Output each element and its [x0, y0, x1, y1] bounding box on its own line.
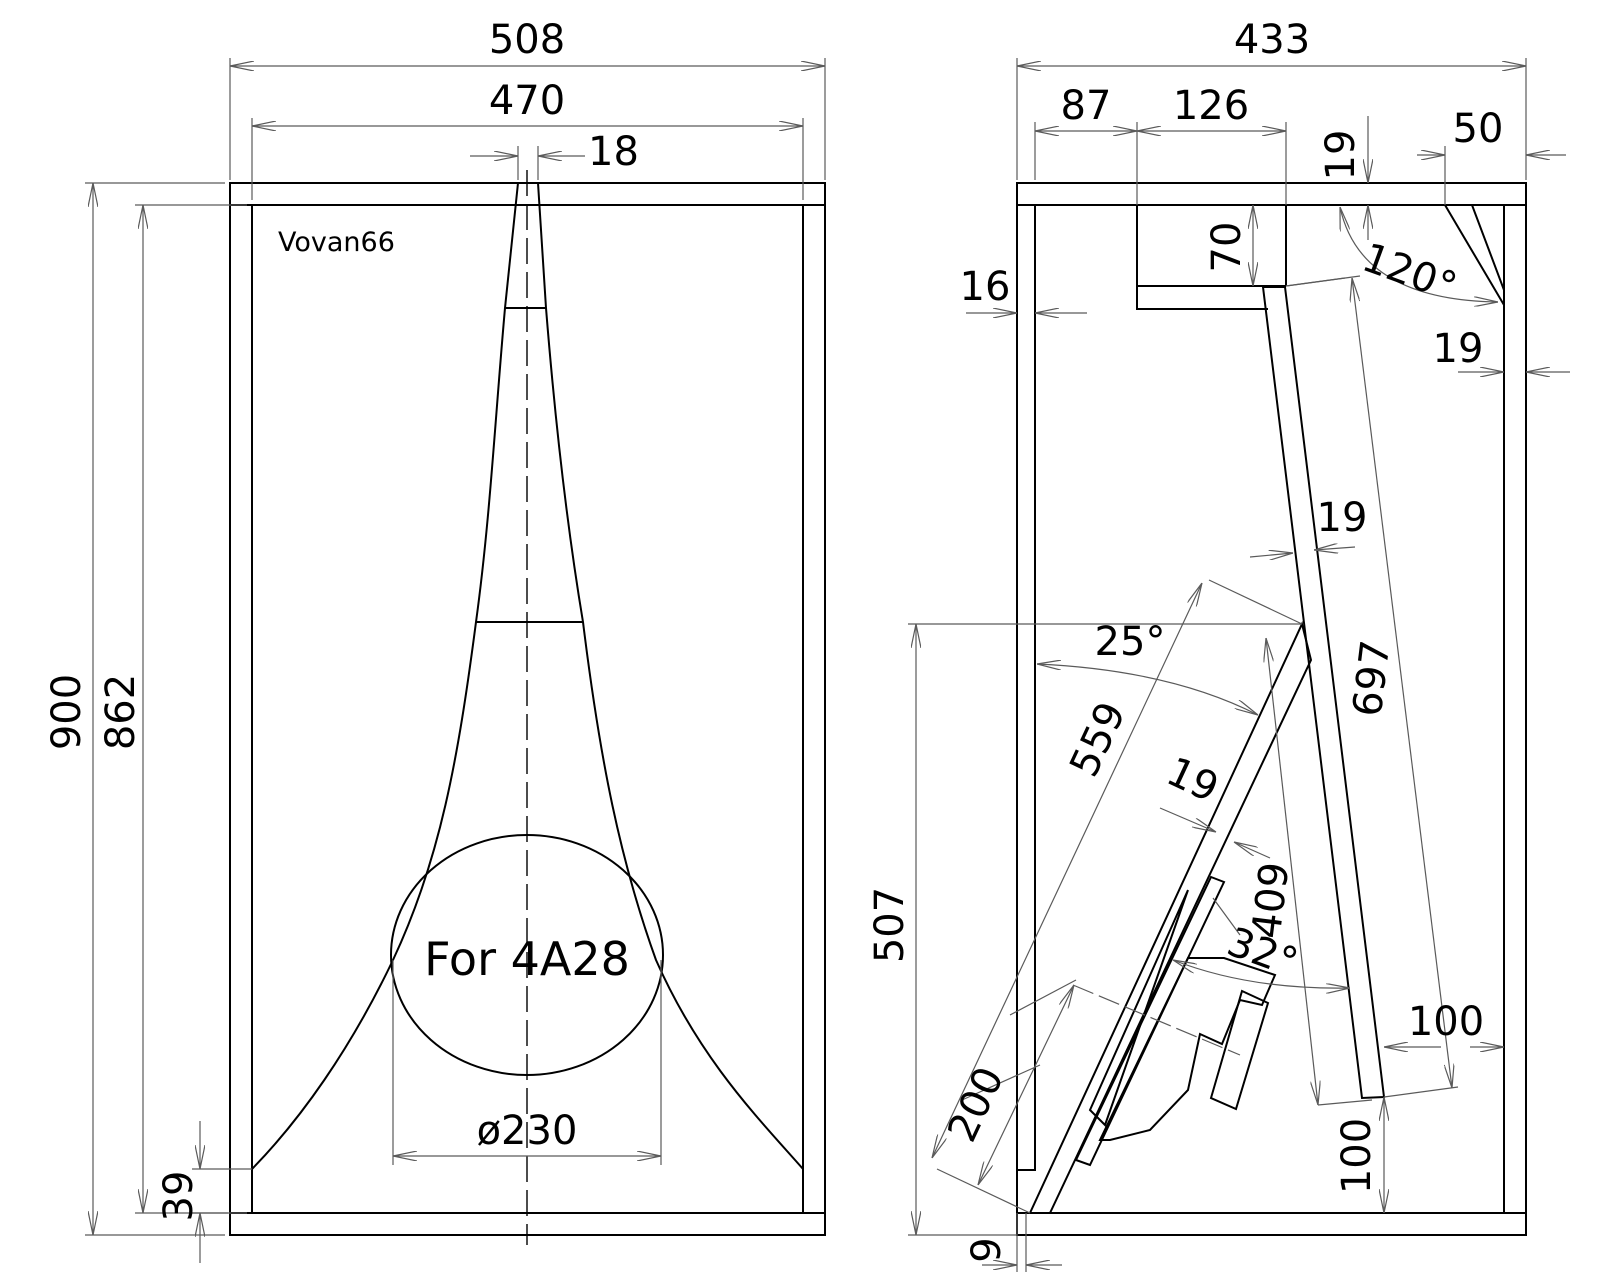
- dim-mouth-offset-label: 39: [156, 1171, 202, 1222]
- dim-bottom-depth-label: 100: [1408, 999, 1484, 1045]
- dim-reflector-bottom-label: 100: [1334, 1118, 1380, 1194]
- driver-magnet: [1098, 957, 1277, 1141]
- dim-baffle-thickness-label: 19: [1160, 749, 1226, 812]
- horn-flare-left: [251, 182, 519, 1170]
- dim-inner-length-label: 409: [1244, 860, 1299, 941]
- dim-reflector-length-label: 697: [1345, 638, 1400, 719]
- driver-cutout: [390, 834, 664, 1076]
- dim-overall-width-label: 508: [489, 17, 565, 63]
- dim-corner-angle-label: 120°: [1356, 235, 1462, 311]
- dim-reflector-thickness-label: 19: [1317, 495, 1368, 541]
- dim-baffle-length: [932, 583, 1202, 1158]
- dim-baffle-height-label: 507: [867, 887, 913, 963]
- horn-flare-right: [537, 182, 804, 1170]
- dim-throat-label: 18: [588, 129, 639, 175]
- dim-inner-width-label: 470: [489, 78, 565, 124]
- driver-frame: [1074, 875, 1226, 1167]
- dim-overall-height-label: 900: [44, 674, 90, 750]
- dim-top-block-label: 126: [1173, 83, 1249, 129]
- dim-inner-angle-label: 32°: [1221, 919, 1303, 986]
- dim-corner-angle: [1340, 207, 1498, 302]
- dim-baffle-length-label: 559: [1061, 695, 1135, 784]
- side-view: 433 87 126 19 50 70 16 120° 19: [867, 17, 1570, 1272]
- driver-cone: [1088, 889, 1189, 1127]
- front-view: For 4A28 Vovan66 508 470 18 900 862: [44, 17, 826, 1263]
- dim-inner-length: [1266, 638, 1318, 1105]
- dim-corner-width-label: 50: [1453, 106, 1504, 152]
- dim-inner-height-label: 862: [98, 674, 144, 750]
- author-signature: Vovan66: [278, 227, 395, 258]
- dim-baffle-angle-label: 25°: [1095, 619, 1166, 665]
- dim-reflector-length: [1352, 278, 1452, 1088]
- driver-label: For 4A28: [424, 932, 630, 986]
- dim-back-thickness-label: 19: [1433, 326, 1484, 372]
- dim-panel-offset-label: 87: [1061, 83, 1112, 129]
- dim-overall-depth-label: 433: [1234, 17, 1310, 63]
- dim-driver-diameter-label: ø230: [477, 1108, 578, 1154]
- driver-motor: [1209, 989, 1270, 1111]
- dim-bottom-offset-label: 9: [964, 1237, 1010, 1262]
- side-front-panel: [1017, 205, 1036, 1171]
- dim-block-height-label: 70: [1204, 222, 1250, 273]
- dim-inner-angle: [1173, 960, 1350, 988]
- dim-baffle-thickness: [1234, 842, 1271, 859]
- top-block: [1136, 205, 1268, 310]
- dim-reflector-thickness: [1314, 547, 1356, 550]
- dim-baffle-angle: [1037, 664, 1258, 715]
- dim-top-thickness-label: 19: [1318, 130, 1364, 181]
- dim-driver-mount: [978, 985, 1074, 1185]
- dim-side-thickness-label: 16: [960, 264, 1011, 310]
